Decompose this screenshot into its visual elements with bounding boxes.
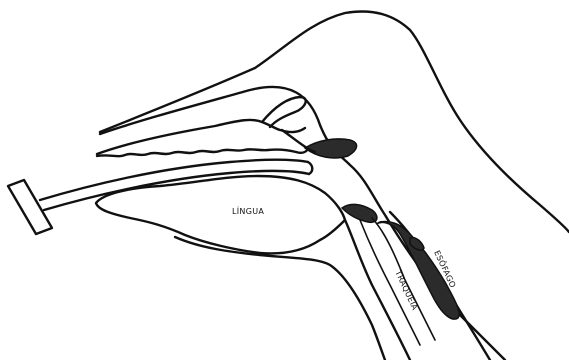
palate-arc — [282, 130, 315, 152]
tube-connector — [8, 180, 52, 234]
tongue-label: LÍNGUA — [232, 205, 264, 216]
trachea-label: TRAQUEIA — [393, 268, 420, 312]
tube-tip — [308, 162, 312, 174]
chin-neck-outline — [175, 237, 385, 360]
head-neck-outline — [100, 12, 569, 232]
upper-gum-line — [97, 149, 308, 156]
tongue-outline — [96, 176, 345, 253]
nasal-turbinate — [262, 97, 306, 127]
soft-palate — [305, 139, 357, 158]
palate-outline — [100, 87, 505, 360]
